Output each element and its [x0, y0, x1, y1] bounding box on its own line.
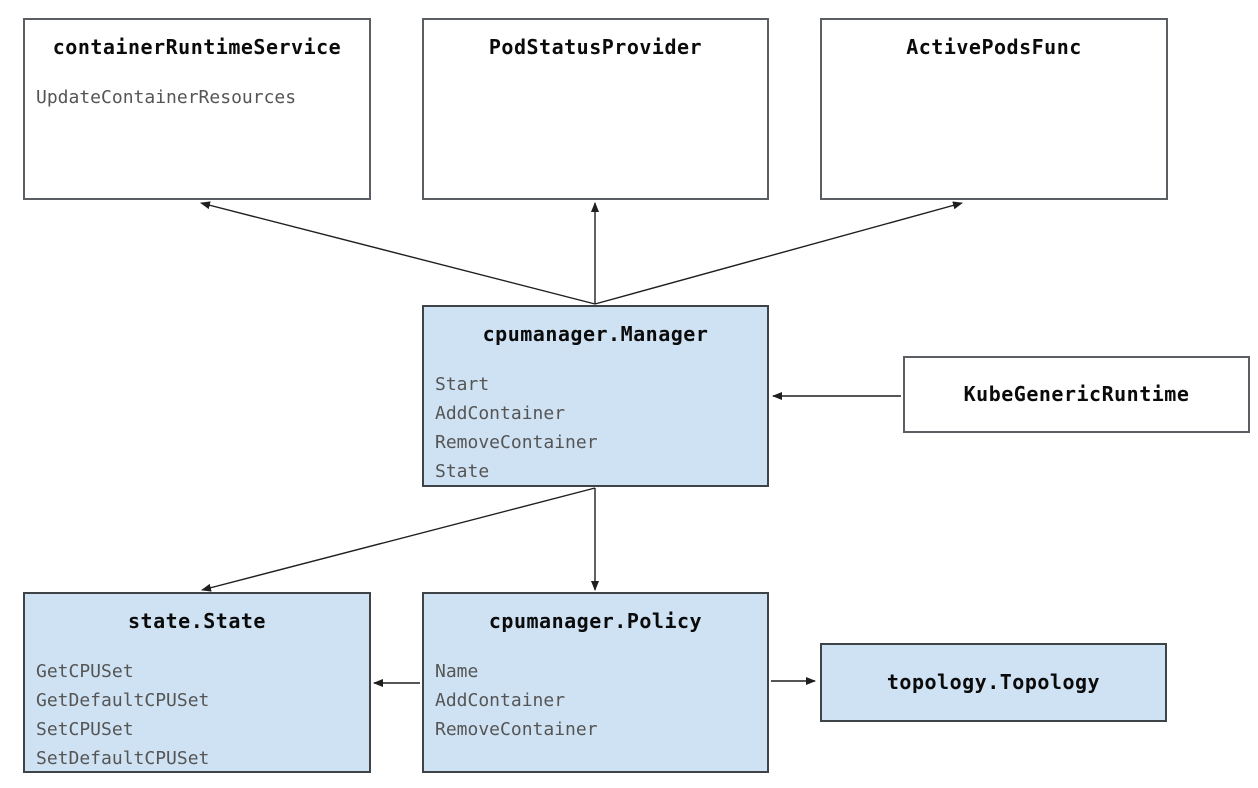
method-label: State	[435, 461, 490, 482]
box-state-state: state.State GetCPUSet GetDefaultCPUSet S…	[23, 592, 371, 773]
method-label: SetCPUSet	[36, 719, 134, 740]
box-cpumanager-policy: cpumanager.Policy Name AddContainer Remo…	[422, 592, 769, 773]
method-label: AddContainer	[435, 403, 566, 424]
box-container-runtime-service: containerRuntimeService UpdateContainerR…	[23, 18, 371, 200]
arrow-manager-to-state-state	[201, 487, 596, 592]
box-cpumanager-manager: cpumanager.Manager Start AddContainer Re…	[422, 305, 769, 487]
box-methods: UpdateContainerResources	[25, 83, 369, 112]
box-pod-status-provider: PodStatusProvider	[422, 18, 769, 200]
box-kube-generic-runtime: KubeGenericRuntime	[903, 356, 1250, 433]
box-title: cpumanager.Policy	[488, 609, 703, 633]
box-title: KubeGenericRuntime	[963, 382, 1190, 406]
box-title: containerRuntimeService	[52, 35, 342, 59]
method-label: GetCPUSet	[36, 661, 134, 682]
arrow-manager-to-active-pods-func	[594, 201, 963, 305]
method-label: UpdateContainerResources	[36, 87, 297, 108]
method-label: RemoveContainer	[435, 719, 598, 740]
box-methods: Start AddContainer RemoveContainer State	[424, 370, 767, 486]
box-title: topology.Topology	[886, 670, 1101, 694]
method-label: Name	[435, 661, 479, 682]
method-label: GetDefaultCPUSet	[36, 690, 210, 711]
method-label: SetDefaultCPUSet	[36, 748, 210, 769]
box-title: PodStatusProvider	[488, 35, 703, 59]
box-topology-topology: topology.Topology	[820, 643, 1167, 722]
method-label: Start	[435, 374, 490, 395]
method-label: RemoveContainer	[435, 432, 598, 453]
box-title: state.State	[128, 609, 266, 633]
method-label: AddContainer	[435, 690, 566, 711]
arrow-manager-to-container-runtime-service	[200, 201, 596, 305]
box-active-pods-func: ActivePodsFunc	[820, 18, 1168, 200]
box-methods: Name AddContainer RemoveContainer	[424, 657, 767, 744]
box-methods: GetCPUSet GetDefaultCPUSet SetCPUSet Set…	[25, 657, 369, 773]
box-title: ActivePodsFunc	[906, 35, 1082, 59]
box-title: cpumanager.Manager	[482, 322, 709, 346]
